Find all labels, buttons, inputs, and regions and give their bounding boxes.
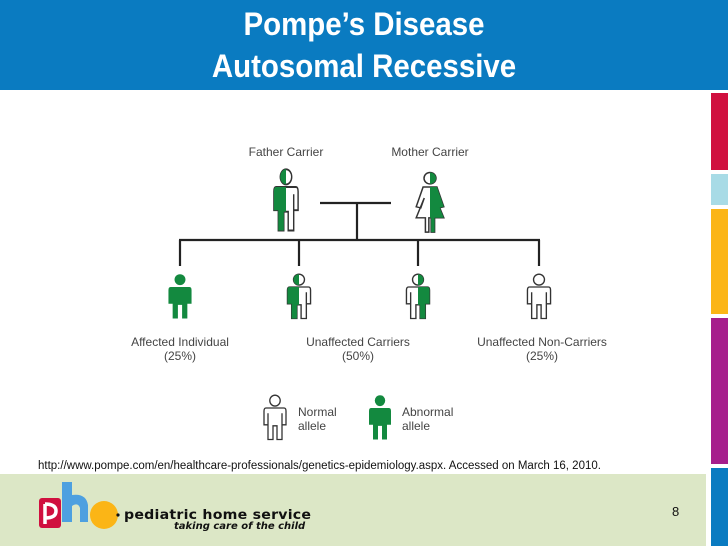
group-name: Unaffected Non-Carriers bbox=[477, 335, 607, 349]
side-bar-blue bbox=[711, 468, 728, 546]
group-label-noncarriers: Unaffected Non-Carriers (25%) bbox=[462, 335, 622, 363]
father-carrier-icon bbox=[272, 168, 300, 232]
normal-person-icon bbox=[263, 394, 287, 441]
group-name: Unaffected Carriers bbox=[306, 335, 410, 349]
mother-label: Mother Carrier bbox=[391, 145, 469, 159]
slide-subtitle: Autosomal Recessive bbox=[211, 48, 517, 84]
footer-band bbox=[0, 474, 706, 546]
side-bar-red bbox=[711, 93, 728, 170]
abnormal-person-icon bbox=[369, 395, 391, 440]
legend-abnormal-label: Abnormal allele bbox=[402, 405, 454, 433]
group-label-affected: Affected Individual (25%) bbox=[110, 335, 250, 363]
page-number: 8 bbox=[672, 504, 680, 519]
title-bar bbox=[0, 0, 728, 90]
side-bar-purple bbox=[711, 318, 728, 464]
phs-logo bbox=[39, 482, 120, 529]
affected-child-icon bbox=[168, 274, 192, 319]
group-percent: (25%) bbox=[525, 349, 558, 363]
logo-letter-p bbox=[39, 498, 61, 528]
side-bar-orange bbox=[711, 209, 728, 314]
citation-link[interactable]: http://www.pompe.com/en/healthcare-profe… bbox=[38, 460, 601, 472]
group-percent: (50%) bbox=[341, 349, 374, 363]
carrier-child-icon bbox=[286, 273, 312, 320]
group-name: Affected Individual bbox=[131, 335, 229, 349]
logo-tagline: taking care of the child bbox=[174, 521, 306, 532]
legend-normal-label: Normal allele bbox=[298, 405, 337, 433]
logo-name: pediatric home service bbox=[124, 507, 312, 523]
logo-letter-s bbox=[90, 501, 118, 529]
group-label-carriers: Unaffected Carriers (50%) bbox=[288, 335, 428, 363]
pedigree-lines bbox=[178, 201, 541, 266]
side-bar-lightblue bbox=[711, 174, 728, 205]
slide-title: Pompe’s Disease bbox=[243, 6, 485, 42]
mother-carrier-icon bbox=[415, 171, 445, 233]
logo-letter-h bbox=[62, 482, 88, 522]
non-carrier-child-icon bbox=[526, 273, 552, 320]
carrier-child-icon bbox=[405, 273, 431, 320]
father-label: Father Carrier bbox=[248, 145, 324, 159]
group-percent: (25%) bbox=[163, 349, 196, 363]
